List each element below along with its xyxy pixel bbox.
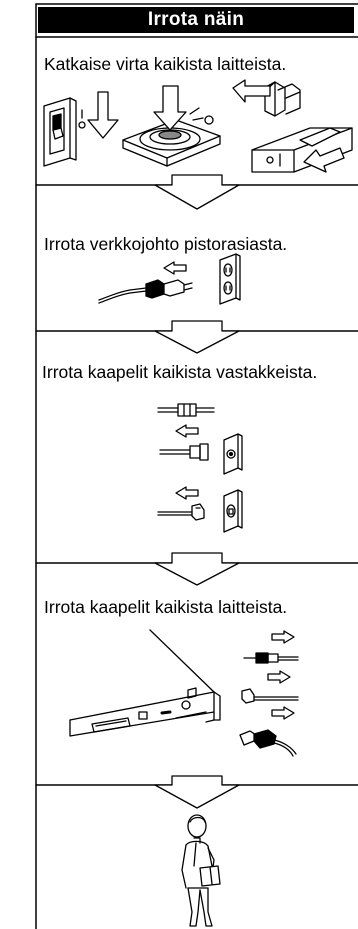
person-walking-icon xyxy=(181,814,221,927)
wall-outlet-icon xyxy=(223,433,243,475)
power-plug-icon xyxy=(98,279,193,304)
usb-plug-icon xyxy=(239,729,297,757)
left-arrow-icon xyxy=(175,486,199,500)
phone-jack-icon xyxy=(223,489,243,533)
coax-connector-icon xyxy=(159,443,209,461)
laptop-icon xyxy=(69,629,221,737)
power-button-icon xyxy=(122,85,221,167)
left-arrow-icon xyxy=(163,261,187,275)
down-arrow-icon xyxy=(154,775,240,809)
left-arrow-icon xyxy=(175,424,199,438)
right-arrow-icon xyxy=(271,706,295,720)
coax-connector-icon xyxy=(157,403,215,417)
step-2-text: Irrota verkkojohto pistorasiasta. xyxy=(44,234,288,254)
frame-lines xyxy=(35,3,358,929)
wall-outlet-icon xyxy=(219,253,241,305)
down-arrow-icon xyxy=(154,552,240,586)
power-switch-icon xyxy=(43,91,119,167)
page-title: Irrota näin xyxy=(38,7,354,33)
down-arrow-icon xyxy=(154,320,240,354)
toggle-switch-icon xyxy=(232,79,353,173)
coax-connector-icon xyxy=(243,652,299,664)
step-1-text: Katkaise virta kaikista laitteista. xyxy=(44,54,287,74)
step-3-text: Irrota kaapelit kaikista vastakkeista. xyxy=(42,362,318,382)
phone-jack-icon xyxy=(241,688,299,704)
right-arrow-icon xyxy=(267,670,291,684)
down-arrow-icon xyxy=(154,174,240,210)
phone-jack-icon xyxy=(157,503,205,521)
right-arrow-icon xyxy=(271,630,295,644)
step-4-text: Irrota kaapelit kaikista laitteista. xyxy=(44,597,288,617)
